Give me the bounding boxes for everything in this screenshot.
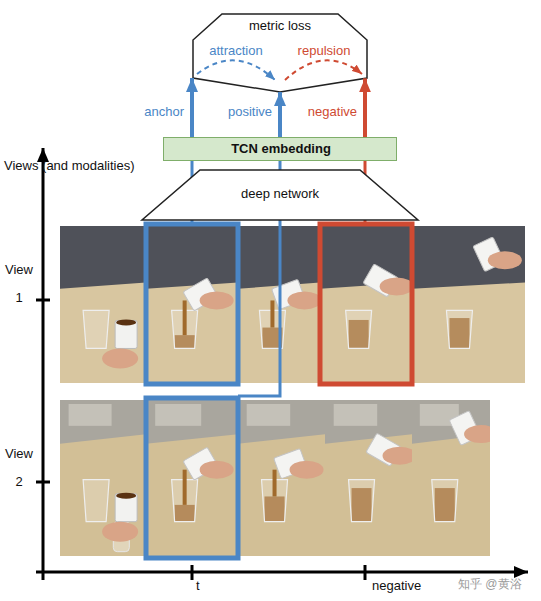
positive-frame — [146, 398, 238, 558]
photo — [412, 226, 525, 383]
cup-tea — [116, 493, 136, 499]
carpet — [60, 226, 146, 383]
axis-tick — [36, 299, 50, 302]
photo — [238, 400, 325, 556]
hand — [200, 461, 234, 479]
table — [320, 283, 412, 383]
node-title: metric loss — [193, 18, 367, 34]
carpet — [146, 226, 238, 383]
video-frames — [60, 226, 525, 556]
carpet — [412, 226, 525, 383]
loss-box: metric loss attraction repulsion — [193, 14, 367, 92]
photo — [146, 400, 238, 556]
wall-panel — [69, 404, 112, 426]
cup — [115, 320, 137, 348]
table — [146, 434, 238, 556]
table — [60, 283, 146, 383]
cup-tea — [116, 319, 136, 325]
node-shape — [142, 170, 418, 220]
hand — [200, 291, 234, 309]
axis-tick — [364, 565, 367, 580]
hand — [464, 425, 498, 443]
embedding-box: TCN embedding — [163, 137, 397, 161]
wall-panel — [155, 404, 201, 426]
room — [146, 400, 238, 556]
room — [60, 400, 146, 556]
repulsion-arc — [285, 60, 362, 80]
anchor-frame — [146, 224, 238, 384]
hand — [287, 291, 321, 309]
node-title: deep network — [142, 174, 418, 214]
edge-label: negative — [273, 104, 357, 120]
glass — [346, 310, 372, 348]
photo — [325, 400, 417, 556]
watermark: 知乎 @黄浴 — [458, 576, 540, 592]
glass — [446, 310, 472, 348]
table — [412, 434, 490, 556]
time-axis — [36, 571, 528, 574]
loss-term: attraction — [197, 43, 275, 59]
axis-title: Views (and modalities) — [4, 158, 154, 174]
room — [412, 400, 490, 556]
node-title: TCN embedding — [164, 138, 398, 160]
hand — [380, 277, 414, 295]
glass — [432, 480, 458, 522]
network-trapezoid: deep network — [142, 170, 418, 220]
attraction-arc — [197, 60, 275, 80]
tea-stream — [183, 300, 187, 335]
hand — [488, 251, 522, 269]
hand — [102, 348, 138, 368]
hand — [102, 522, 138, 542]
table — [412, 283, 525, 383]
time-label: t — [196, 578, 216, 594]
negative-frame — [320, 224, 412, 384]
photo — [320, 226, 414, 383]
views-axis — [42, 148, 45, 580]
tea-stream — [270, 300, 274, 327]
edge-label: anchor — [100, 104, 184, 120]
wall-panel — [334, 404, 378, 426]
hand — [383, 447, 417, 465]
axis-tick — [191, 565, 194, 580]
photo — [60, 226, 146, 383]
cup — [115, 494, 137, 522]
table — [238, 434, 325, 556]
photo — [412, 400, 498, 556]
edge-label: positive — [188, 104, 272, 120]
negative-arrow — [363, 78, 367, 137]
photo — [60, 400, 146, 556]
room — [325, 400, 412, 556]
view-label: View 1 — [2, 256, 36, 312]
view-label: View 2 — [2, 440, 36, 496]
table — [60, 434, 146, 556]
anchor-arrow — [190, 78, 194, 137]
wall-panel — [247, 404, 291, 426]
hand — [290, 461, 324, 479]
positive-arrow — [278, 92, 282, 137]
room — [238, 400, 325, 556]
tea-stream — [183, 470, 187, 505]
time-label: negative — [372, 578, 442, 594]
tea-stream — [273, 470, 277, 497]
node-shape — [193, 14, 367, 92]
glass — [83, 480, 109, 522]
glass — [83, 310, 109, 348]
axis-tick — [36, 481, 50, 484]
photo — [146, 226, 238, 383]
loss-term: repulsion — [285, 43, 363, 59]
carpet — [320, 226, 412, 383]
glass — [349, 480, 375, 522]
